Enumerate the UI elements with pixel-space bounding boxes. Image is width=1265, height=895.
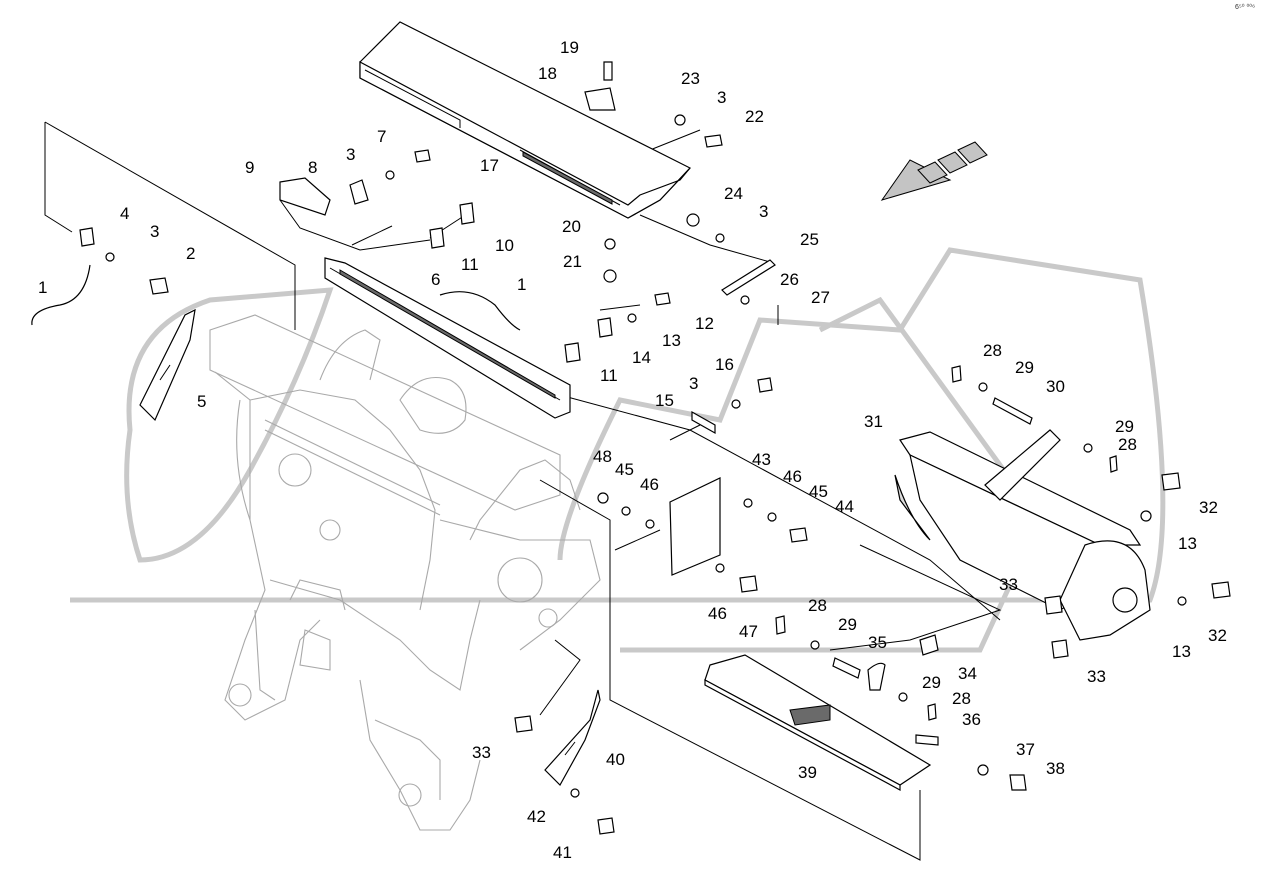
callout-3: 3 bbox=[346, 145, 355, 164]
callout-6: 6 bbox=[431, 270, 440, 289]
callout-36: 36 bbox=[962, 710, 981, 729]
callout-46: 46 bbox=[708, 604, 727, 623]
callout-13: 13 bbox=[662, 331, 681, 350]
callout-23: 23 bbox=[681, 69, 700, 88]
callout-21: 21 bbox=[563, 252, 582, 271]
callout-28: 28 bbox=[952, 689, 971, 708]
callout-35: 35 bbox=[868, 633, 887, 652]
travel-direction-arrow-icon bbox=[880, 141, 988, 201]
callout-18: 18 bbox=[538, 64, 557, 83]
callout-48: 48 bbox=[593, 447, 612, 466]
callout-3: 3 bbox=[150, 222, 159, 241]
callout-28: 28 bbox=[808, 596, 827, 615]
callout-47: 47 bbox=[739, 622, 758, 641]
drawing-code: 6⁵⁰ ⁰⁰⁶ bbox=[1234, 4, 1255, 11]
callout-16: 16 bbox=[715, 355, 734, 374]
callout-24: 24 bbox=[724, 184, 743, 203]
callout-10: 10 bbox=[495, 236, 514, 255]
callout-25: 25 bbox=[800, 230, 819, 249]
callout-29: 29 bbox=[838, 615, 857, 634]
callout-33: 33 bbox=[472, 743, 491, 762]
callout-32: 32 bbox=[1208, 626, 1227, 645]
callout-26: 26 bbox=[780, 270, 799, 289]
callout-32: 32 bbox=[1199, 498, 1218, 517]
callout-2: 2 bbox=[186, 244, 195, 263]
callout-11: 11 bbox=[600, 366, 618, 385]
callout-17: 17 bbox=[480, 156, 499, 175]
part-5-bracket bbox=[139, 308, 196, 422]
callout-11: 11 bbox=[461, 255, 479, 274]
callout-31: 31 bbox=[864, 412, 883, 431]
callout-43: 43 bbox=[752, 450, 771, 469]
callout-3: 3 bbox=[717, 88, 726, 107]
callout-labels: 1 1 2 3 3 3 3 3 4 5 6 7 8 9 10 11 11 12 … bbox=[38, 38, 1227, 862]
main-frame-ghost bbox=[209, 314, 601, 831]
callout-40: 40 bbox=[606, 750, 625, 769]
part-40-bracket bbox=[544, 689, 601, 786]
callout-42: 42 bbox=[527, 807, 546, 826]
part-39-bar bbox=[704, 654, 932, 792]
callout-22: 22 bbox=[745, 107, 764, 126]
callout-1: 1 bbox=[38, 278, 47, 297]
callout-1: 1 bbox=[517, 275, 526, 294]
small-hardware bbox=[79, 61, 1231, 835]
callout-39: 39 bbox=[798, 763, 817, 782]
callout-15: 15 bbox=[655, 391, 674, 410]
callout-37: 37 bbox=[1016, 740, 1035, 759]
callout-45: 45 bbox=[615, 460, 634, 479]
part-6-rail bbox=[324, 257, 571, 419]
callout-28: 28 bbox=[983, 341, 1002, 360]
callout-9: 9 bbox=[245, 158, 254, 177]
callout-3: 3 bbox=[689, 374, 698, 393]
callout-41: 41 bbox=[553, 843, 572, 862]
callout-13: 13 bbox=[1178, 534, 1197, 553]
callout-19: 19 bbox=[560, 38, 579, 57]
part-43-plate bbox=[669, 477, 721, 576]
callout-8: 8 bbox=[308, 158, 317, 177]
callout-28: 28 bbox=[1118, 435, 1137, 454]
callout-13: 13 bbox=[1172, 642, 1191, 661]
callout-4: 4 bbox=[120, 204, 129, 223]
part-17-top-cover bbox=[359, 21, 691, 219]
callout-20: 20 bbox=[562, 217, 581, 236]
callout-5: 5 bbox=[197, 392, 206, 411]
callout-29: 29 bbox=[1115, 417, 1134, 436]
callout-44: 44 bbox=[835, 497, 854, 516]
part-1-cables bbox=[31, 264, 521, 331]
callout-34: 34 bbox=[958, 664, 977, 683]
callout-12: 12 bbox=[695, 314, 714, 333]
callout-14: 14 bbox=[632, 348, 651, 367]
callout-46: 46 bbox=[640, 475, 659, 494]
callout-29: 29 bbox=[1015, 358, 1034, 377]
callout-38: 38 bbox=[1046, 759, 1065, 778]
callout-45: 45 bbox=[809, 482, 828, 501]
callout-33: 33 bbox=[999, 575, 1018, 594]
callout-33: 33 bbox=[1087, 667, 1106, 686]
callout-30: 30 bbox=[1046, 377, 1065, 396]
leader-lines bbox=[44, 121, 1002, 861]
callout-27: 27 bbox=[811, 288, 830, 307]
callout-46: 46 bbox=[783, 467, 802, 486]
callout-3: 3 bbox=[759, 202, 768, 221]
callout-29: 29 bbox=[922, 673, 941, 692]
callout-7: 7 bbox=[377, 127, 386, 146]
